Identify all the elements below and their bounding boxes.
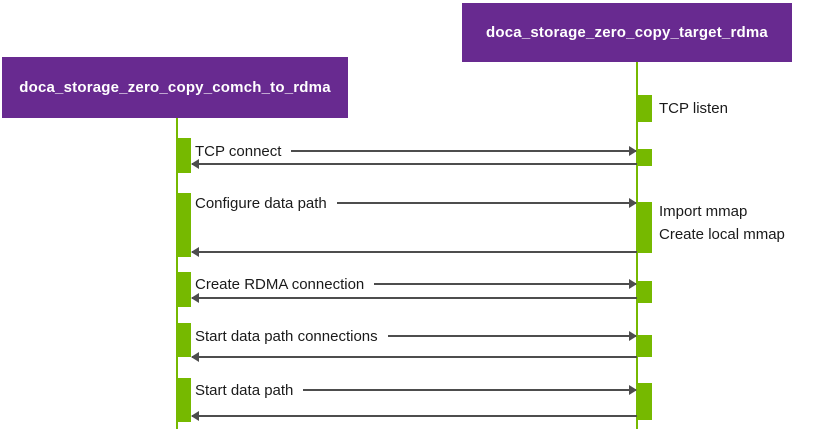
activation-bar <box>177 272 191 307</box>
message-start-data-path: Start data path <box>195 380 637 400</box>
message-configure-data-path: Configure data path <box>195 193 638 213</box>
activation-bar <box>638 335 652 357</box>
message-label: Create RDMA connection <box>195 275 365 293</box>
message-start-data-path-connections: Start data path connections <box>195 326 638 346</box>
activation-bar <box>638 383 652 420</box>
return-arrow <box>191 247 637 257</box>
message-tcp-connect: TCP connect <box>195 141 637 161</box>
lifeline-target-rdma <box>636 62 638 429</box>
activation-bar <box>638 149 652 166</box>
participant-header-target-rdma: doca_storage_zero_copy_target_rdma <box>462 3 792 62</box>
message-label: TCP connect <box>195 142 282 160</box>
message-create-rdma-connection: Create RDMA connection <box>195 274 637 294</box>
message-label: Configure data path <box>195 194 327 212</box>
request-arrow <box>387 331 638 341</box>
message-label: Start data path connections <box>195 327 378 345</box>
activation-bar <box>638 281 652 303</box>
activation-bar <box>177 193 191 257</box>
return-arrow <box>191 352 637 362</box>
return-arrow <box>191 411 637 421</box>
participant-header-comch-to-rdma: doca_storage_zero_copy_comch_to_rdma <box>2 57 348 118</box>
request-arrow <box>374 279 637 289</box>
activation-bar <box>177 378 191 422</box>
return-arrow <box>191 293 637 303</box>
activation-bar <box>638 95 652 122</box>
request-arrow <box>291 146 637 156</box>
annotation-import-mmap: Import mmap <box>659 203 748 220</box>
activation-bar <box>638 202 652 253</box>
return-arrow <box>191 159 637 169</box>
annotation-tcp-listen: TCP listen <box>659 100 728 117</box>
activation-bar <box>177 138 191 173</box>
activation-bar <box>177 323 191 357</box>
message-label: Start data path <box>195 381 294 399</box>
annotation-create-local-mmap: Create local mmap <box>659 226 785 243</box>
request-arrow <box>336 198 638 208</box>
request-arrow <box>303 385 637 395</box>
